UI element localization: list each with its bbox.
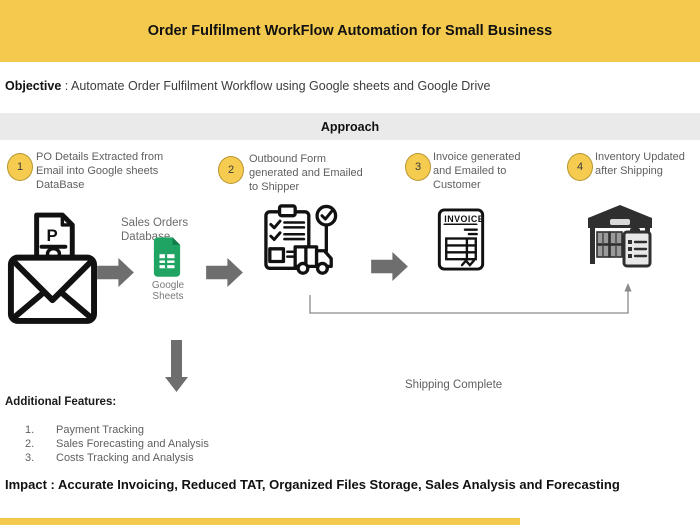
step-4-number: 4 [576,161,584,173]
impact-text: : Accurate Invoicing, Reduced TAT, Organ… [46,477,620,492]
item-text: Costs Tracking and Analysis [56,452,194,464]
shipping-checklist-icon [262,204,340,280]
step-2-number: 2 [227,164,235,176]
item-text: Sales Forecasting and Analysis [56,438,209,450]
step-1-badge: 1 [7,153,33,181]
step-3-number: 3 [414,161,422,173]
google-sheets-icon [152,236,182,278]
additional-features-list: 1. Payment Tracking 2. Sales Forecasting… [25,423,209,465]
po-email-icon: P [3,210,97,324]
title-banner: Order Fulfilment WorkFlow Automation for… [0,0,700,62]
list-item: 2. Sales Forecasting and Analysis [25,437,209,451]
step-4-badge: 4 [567,153,593,181]
item-number: 1. [25,424,35,436]
invoice-icon: INVOICE [436,207,486,272]
objective-text: : Automate Order Fulfilment Workflow usi… [61,79,491,93]
arrow-right-icon-3 [371,252,408,281]
sheets-caption: Google Sheets [151,280,185,302]
item-number: 2. [25,438,35,450]
step-1-label: PO Details Extracted from Email into Goo… [36,151,164,191]
bottom-accent-bar [0,518,520,525]
impact-statement: Impact : Accurate Invoicing, Reduced TAT… [5,477,645,493]
step-2-label: Outbound Form generated and Emailed to S… [249,153,363,193]
item-text: Payment Tracking [56,424,145,436]
objective-label: Objective [5,79,62,93]
shipping-complete-label: Shipping Complete [405,379,503,391]
step-3-label: Invoice generated and Emailed to Custome… [433,151,521,191]
step-1-number: 1 [16,161,24,173]
step-2-badge: 2 [218,156,244,184]
list-item: 3. Costs Tracking and Analysis [25,451,209,465]
step-4-label: Inventory Updated after Shipping [595,151,685,177]
invoice-label: INVOICE [444,214,484,224]
page-title: Order Fulfilment WorkFlow Automation for… [147,23,553,39]
additional-features-heading: Additional Features: [5,396,117,408]
arrow-down-icon [165,340,188,392]
approach-bar: Approach [0,113,700,140]
item-number: 3. [25,452,35,464]
arrow-right-icon-1 [97,258,134,287]
impact-label: Impact [5,477,47,492]
warehouse-icon [586,202,654,270]
approach-heading: Approach [320,119,380,134]
list-item: 1. Payment Tracking [25,423,209,437]
objective-line: Objective : Automate Order Fulfilment Wo… [5,79,490,93]
po-letter: P [47,226,58,245]
step-3-badge: 3 [405,153,431,181]
arrow-right-icon-2 [206,258,243,287]
